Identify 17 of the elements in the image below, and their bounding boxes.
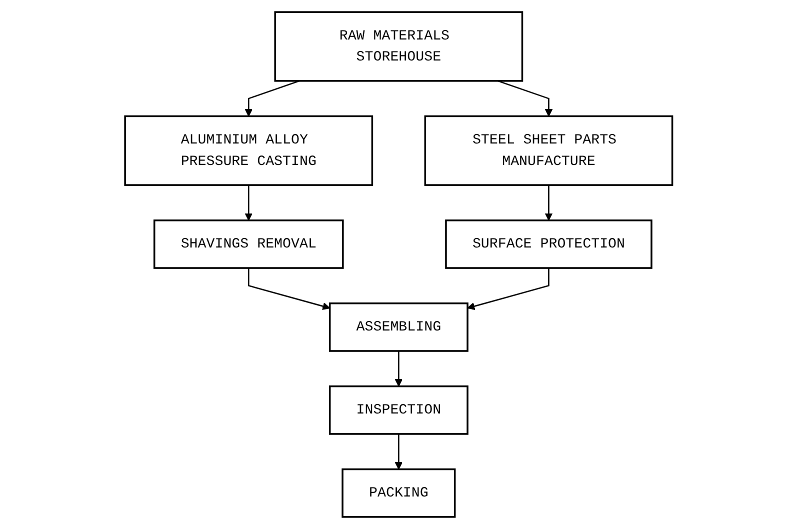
- arrow: [244, 80, 300, 117]
- arrow: [497, 80, 552, 117]
- flowchart-drawing: RAW MATERIALS STOREHOUSE ALUMINIUM ALLOY PRESSURE CASTING STEEL SHEET PARTS MANUFACTURE SHAVINGS REMOVAL SURFACE PROTECTION ASSEMBLING INSPECTION PACKING: [118, 5, 680, 524]
- arrow: [248, 268, 330, 310]
- node-box: [153, 219, 344, 269]
- node-box: [328, 385, 468, 435]
- arrow: [394, 351, 402, 387]
- arrow: [244, 185, 252, 221]
- node-box: [328, 302, 468, 352]
- node-box: [424, 115, 673, 186]
- arrow: [467, 268, 550, 310]
- node-box: [274, 11, 523, 82]
- arrow: [544, 185, 552, 221]
- node-box: [341, 468, 456, 518]
- node-box: [124, 115, 373, 186]
- arrow: [394, 434, 402, 470]
- node-box: [444, 219, 652, 269]
